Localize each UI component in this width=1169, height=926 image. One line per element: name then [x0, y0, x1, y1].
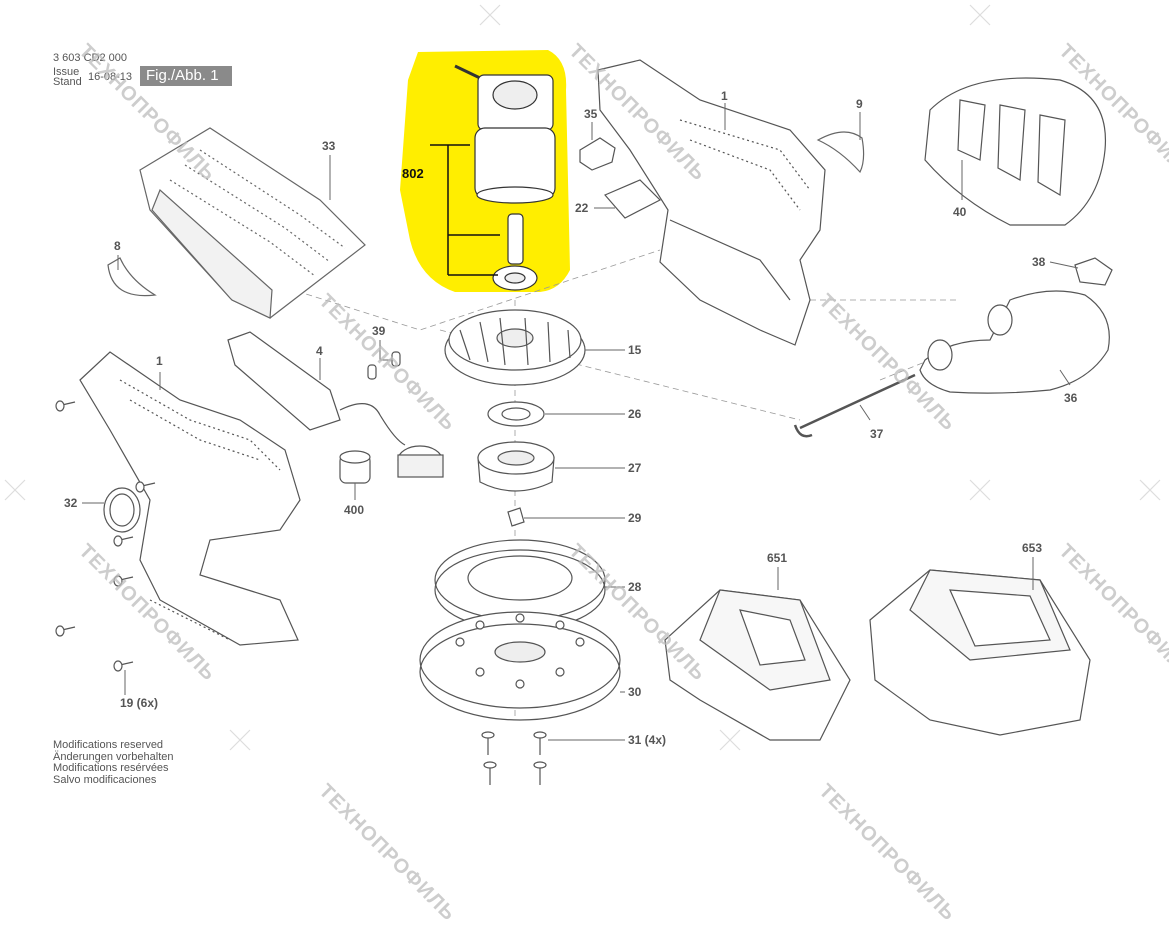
part-22-switch: [604, 179, 662, 219]
callout-31: 31 (4x): [628, 733, 666, 747]
callout-39: 39: [372, 324, 386, 338]
callout-9: 9: [856, 97, 863, 111]
exploded-parts-diagram: 33 802 35 22 1 9 40 8 38 39 4 1 15 36 26…: [4, 4, 1161, 785]
callout-26: 26: [628, 407, 642, 421]
callout-8: 8: [114, 239, 121, 253]
part-37-bolt: [793, 373, 916, 438]
callout-37: 37: [870, 427, 884, 441]
part-36-handle: [919, 290, 1110, 394]
callout-19: 19 (6x): [120, 696, 158, 710]
part-27-hub: [477, 441, 555, 492]
callout-29: 29: [628, 511, 642, 525]
callout-1-left: 1: [156, 354, 163, 368]
part-35-clip: [579, 137, 616, 171]
callout-28: 28: [628, 580, 642, 594]
part-19-screws: [55, 400, 156, 672]
part-9-plate: [816, 131, 865, 174]
callout-35: 35: [584, 107, 598, 121]
part-802-bracket: [430, 144, 500, 276]
footer-line-en: Modifications reserved: [53, 739, 164, 751]
issue-label: Issue: [53, 66, 80, 78]
footer-line-es: Salvo modificaciones: [53, 773, 157, 786]
part-28-ring: [434, 539, 606, 631]
callout-38: 38: [1032, 255, 1046, 269]
callout-653: 653: [1022, 541, 1042, 555]
part-653-charger: [869, 569, 1091, 736]
crosshair-marks: [4, 4, 1161, 751]
callout-400: 400: [344, 503, 364, 517]
figure-label: Fig./Abb. 1: [140, 66, 232, 86]
part-651-battery: [664, 589, 851, 741]
footer-line-de: Änderungen vorbehalten: [53, 750, 174, 763]
part-30-pad: [419, 611, 621, 721]
callout-32: 32: [64, 496, 78, 510]
footer-line-fr: Modifications resérvées: [53, 762, 169, 774]
callout-1-top: 1: [721, 89, 728, 103]
part-802-motor: [454, 64, 556, 291]
stand-label: Stand: [53, 76, 82, 88]
part-38-connector: [1074, 257, 1113, 286]
callout-802: 802: [402, 166, 424, 181]
part-39-pins: [367, 351, 401, 380]
part-8-plate: [107, 257, 157, 297]
modifications-notice: Modifications reserved Änderungen vorbeh…: [53, 739, 174, 786]
part-40-shroud: [924, 77, 1107, 226]
part-1-housing-right: [597, 59, 826, 346]
callout-22: 22: [575, 201, 589, 215]
callout-4: 4: [316, 344, 323, 358]
part-400-bushing: [339, 450, 371, 484]
part-4-electronics: [227, 331, 444, 478]
part-1-housing-left: [79, 351, 301, 646]
callout-15: 15: [628, 343, 642, 357]
part-15-fan: [444, 309, 586, 386]
part-31-screws: [481, 731, 547, 785]
callout-36: 36: [1064, 391, 1078, 405]
callout-33: 33: [322, 139, 336, 153]
part-26-washer: [487, 401, 545, 427]
callout-30: 30: [628, 685, 642, 699]
part-29-spring: [507, 507, 525, 527]
part-32-ring: [103, 487, 141, 533]
callout-651: 651: [767, 551, 787, 565]
callout-27: 27: [628, 461, 642, 475]
issue-date: 16-08-13: [88, 71, 133, 83]
callout-40: 40: [953, 205, 967, 219]
leader-lines: [82, 103, 1079, 741]
doc-number: 3 603 CD2 000: [53, 52, 127, 64]
part-33-cover: [139, 127, 366, 319]
